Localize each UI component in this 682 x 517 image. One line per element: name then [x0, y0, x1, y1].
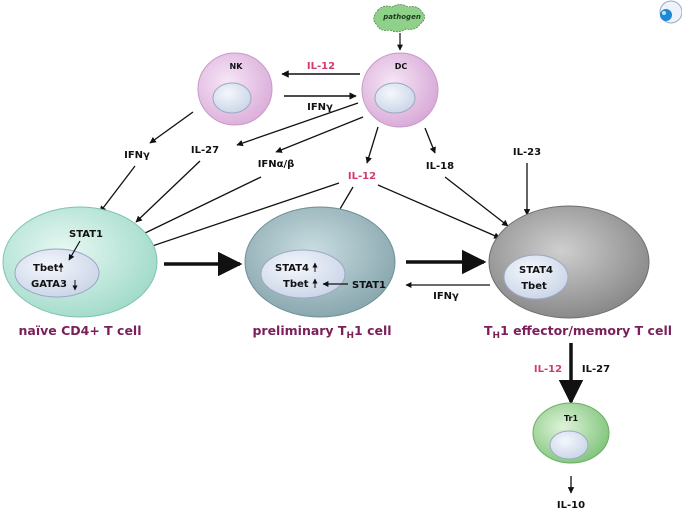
dc-cell: DC	[361, 52, 439, 128]
preliminary-stat1-label: STAT1	[352, 280, 386, 291]
corner-logo-icon	[659, 0, 682, 24]
preliminary-stat4-label: STAT4	[275, 263, 309, 274]
preliminary-cell-title: preliminary TH1 cell	[252, 323, 391, 341]
il27-bottom-label: IL-27	[582, 364, 610, 375]
il12-center-label: IL-12	[348, 171, 376, 182]
ifng-effector-label: IFNγ	[433, 291, 459, 302]
effector-stat4-label: STAT4	[519, 265, 553, 276]
naive-cd4-t-cell: STAT1 Tbet GATA3	[2, 206, 158, 318]
ifng-left-label: IFNγ	[124, 150, 150, 161]
nk-label: NK	[230, 62, 244, 71]
ifnab-label: IFNα/β	[258, 159, 295, 170]
effector-cell-title: TH1 effector/memory T cell	[484, 323, 672, 341]
pathogen-shape: pathogen	[373, 4, 425, 33]
naive-tbet-label: Tbet	[33, 263, 59, 274]
il12-nk-label: IL-12	[307, 61, 335, 72]
th1-effector-memory-cell: STAT4 Tbet	[488, 205, 650, 319]
preliminary-tbet-label: Tbet	[283, 279, 309, 290]
naive-gata3-label: GATA3	[31, 279, 67, 290]
il27-left-label: IL-27	[191, 145, 219, 156]
pathogen-label: pathogen	[382, 13, 421, 21]
preliminary-th1-cell: STAT4 Tbet STAT1	[244, 206, 396, 318]
effector-tbet-label: Tbet	[521, 281, 547, 292]
dc-label: DC	[395, 62, 408, 71]
naive-stat1-label: STAT1	[69, 229, 103, 240]
il18-label: IL-18	[426, 161, 454, 172]
naive-cell-title: naïve CD4+ T cell	[18, 323, 141, 338]
tr1-label: Tr1	[564, 414, 579, 423]
il12-bottom-label: IL-12	[534, 364, 562, 375]
il10-label: IL-10	[557, 500, 585, 511]
tr1-cell: Tr1	[532, 402, 610, 464]
ifng-dc-label: IFNγ	[307, 102, 333, 113]
il23-label: IL-23	[513, 147, 541, 158]
nk-cell: NK	[197, 52, 273, 126]
